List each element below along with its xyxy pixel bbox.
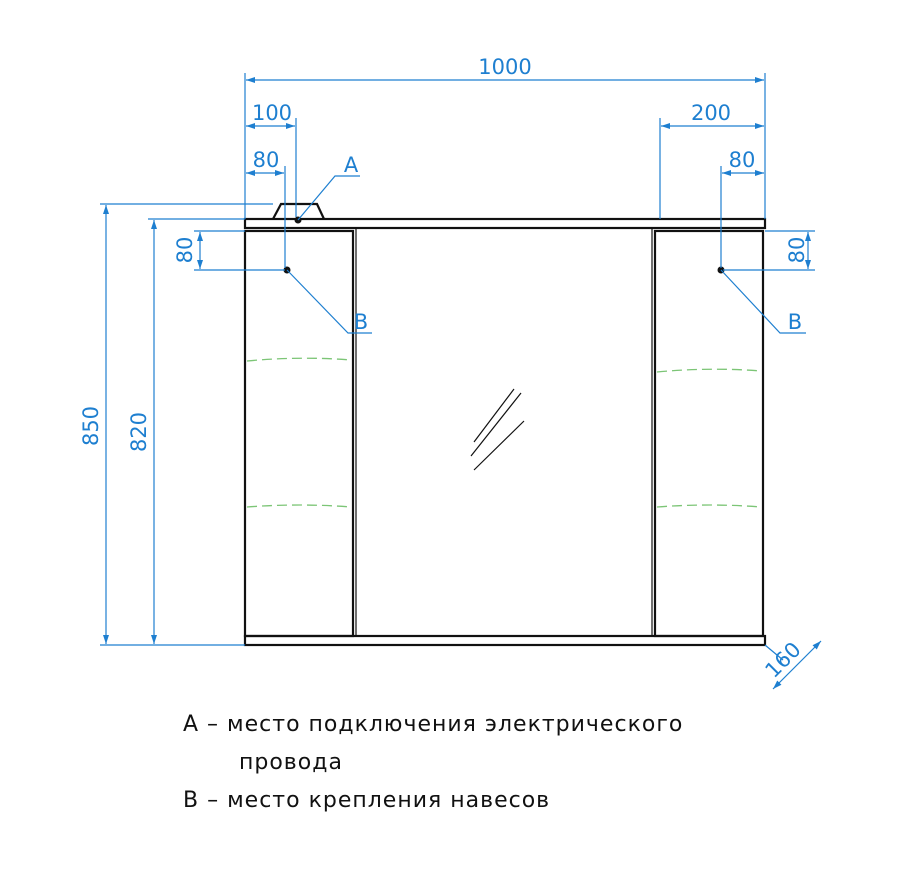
lamp-block (272, 202, 325, 220)
dim-left-offset-a: 100 (252, 101, 292, 125)
bottom-shelf (243, 634, 767, 647)
right-door (653, 229, 765, 638)
dim-left-offset-b: 80 (253, 148, 280, 172)
legend-line-a-cont: провода (239, 750, 343, 775)
dim-overall-width: 1000 (478, 55, 531, 79)
dimension-lines (100, 73, 822, 690)
legend-line-a: А – место подключения электрического (183, 712, 684, 737)
marker-b-left: B (354, 310, 368, 334)
dim-right-vertical: 80 (785, 237, 809, 264)
dim-left-vertical: 80 (173, 237, 197, 264)
dim-total-height: 850 (79, 406, 103, 446)
legend: А – место подключения электрического про… (183, 706, 803, 820)
legend-line-b: В – место крепления навесов (183, 788, 551, 813)
marker-a: A (344, 153, 359, 177)
dim-depth: 160 (760, 637, 805, 682)
cabinet-body (243, 202, 767, 647)
top-shelf (243, 217, 767, 230)
left-door (243, 229, 355, 638)
dim-right-offset-b: 80 (729, 148, 756, 172)
dim-right-offset-a: 200 (691, 101, 731, 125)
mirror-glare (470, 388, 525, 471)
dim-body-height: 820 (127, 412, 151, 452)
marker-b-right: B (788, 310, 802, 334)
shelf-guides (246, 357, 762, 508)
